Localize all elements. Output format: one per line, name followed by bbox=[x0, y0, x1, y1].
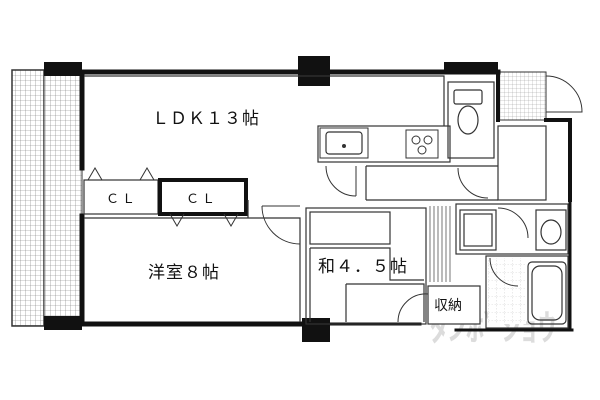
storage-closet: 収納 bbox=[397, 285, 481, 325]
stove-icon bbox=[405, 129, 439, 159]
entrance-door bbox=[545, 75, 583, 113]
closet-right: ＣＬ bbox=[158, 178, 248, 227]
washbasin-icon bbox=[535, 209, 567, 251]
entry-hall bbox=[365, 125, 547, 201]
toilet-icon bbox=[453, 89, 483, 135]
entrance-porch bbox=[497, 71, 547, 121]
bathroom bbox=[485, 255, 569, 329]
toilet-room bbox=[447, 81, 495, 159]
closet-left-label: ＣＬ bbox=[106, 192, 138, 207]
bathroom-floor bbox=[488, 258, 526, 324]
storage-label: 収納 bbox=[434, 298, 462, 314]
sink-icon bbox=[325, 131, 363, 155]
washroom bbox=[455, 203, 569, 255]
japanese-room bbox=[305, 207, 427, 325]
ldk-door-swing bbox=[325, 165, 489, 199]
columns bbox=[44, 56, 498, 342]
western-room-door bbox=[261, 205, 301, 245]
western-room bbox=[84, 200, 301, 322]
washing-machine-pan-icon bbox=[459, 209, 497, 251]
closet-right-label: ＣＬ bbox=[186, 192, 218, 207]
washroom-door bbox=[497, 207, 529, 239]
sliding-door bbox=[429, 206, 451, 282]
bathroom-door bbox=[489, 257, 519, 287]
western-room-label: 洋室８帖 bbox=[148, 263, 220, 283]
bathtub-icon bbox=[527, 261, 567, 325]
japanese-room-label: 和４．５帖 bbox=[318, 257, 408, 277]
balcony bbox=[11, 69, 83, 327]
closet-left: ＣＬ bbox=[83, 167, 159, 215]
ldk-label: ＬＤＫ１３帖 bbox=[152, 109, 260, 129]
